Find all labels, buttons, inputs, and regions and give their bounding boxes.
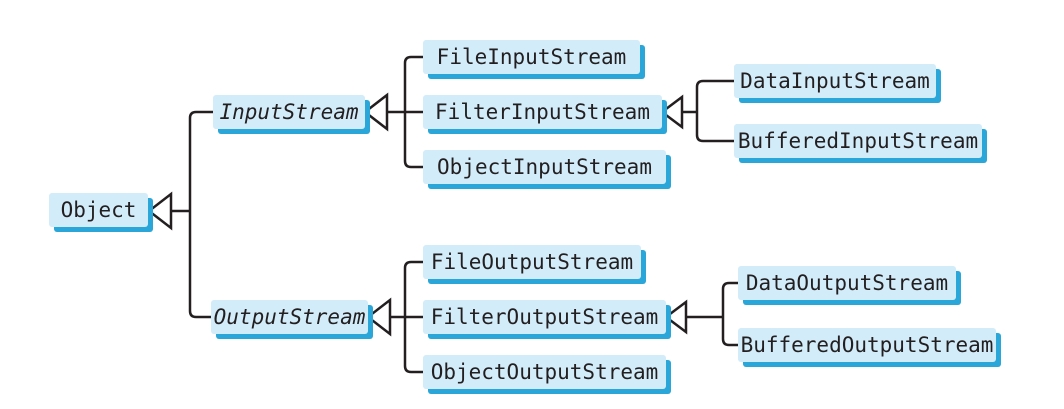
class-box-objectinputstream: ObjectInputStream	[423, 150, 666, 184]
class-box-datainputstream: DataInputStream	[734, 64, 936, 98]
edge-outputstream-children-bracket	[403, 260, 423, 374]
edge-object-children-trunk	[188, 110, 213, 319]
class-box-outputstream: OutputStream	[211, 300, 368, 334]
class-box-filterinputstream: FilterInputStream	[423, 95, 662, 129]
inheritance-arrowhead-outputstream-icon	[365, 297, 392, 337]
edge-filteroutputstream-children-bracket	[721, 281, 738, 347]
inheritance-arrowhead-object-icon	[146, 191, 173, 231]
class-box-bufferedoutputstream: BufferedOutputStream	[738, 328, 996, 362]
class-box-dataoutputstream: DataOutputStream	[738, 266, 956, 300]
class-box-filteroutputstream: FilterOutputStream	[423, 300, 666, 334]
class-box-object: Object	[49, 193, 148, 227]
inheritance-arrowhead-inputstream-icon	[362, 92, 389, 132]
class-box-fileinputstream: FileInputStream	[423, 40, 640, 74]
class-box-inputstream: InputStream	[213, 95, 365, 129]
edge-inputstream-children-bracket	[403, 55, 423, 169]
class-box-fileoutputstream: FileOutputStream	[423, 245, 641, 279]
class-box-bufferedinputstream: BufferedInputStream	[734, 124, 982, 158]
inheritance-arrowhead-filterinputstream-icon	[659, 94, 684, 130]
edge-filterinputstream-children-bracket	[695, 79, 734, 143]
inheritance-arrowhead-filteroutputstream-icon	[663, 299, 688, 335]
class-box-objectoutputstream: ObjectOutputStream	[423, 355, 666, 389]
